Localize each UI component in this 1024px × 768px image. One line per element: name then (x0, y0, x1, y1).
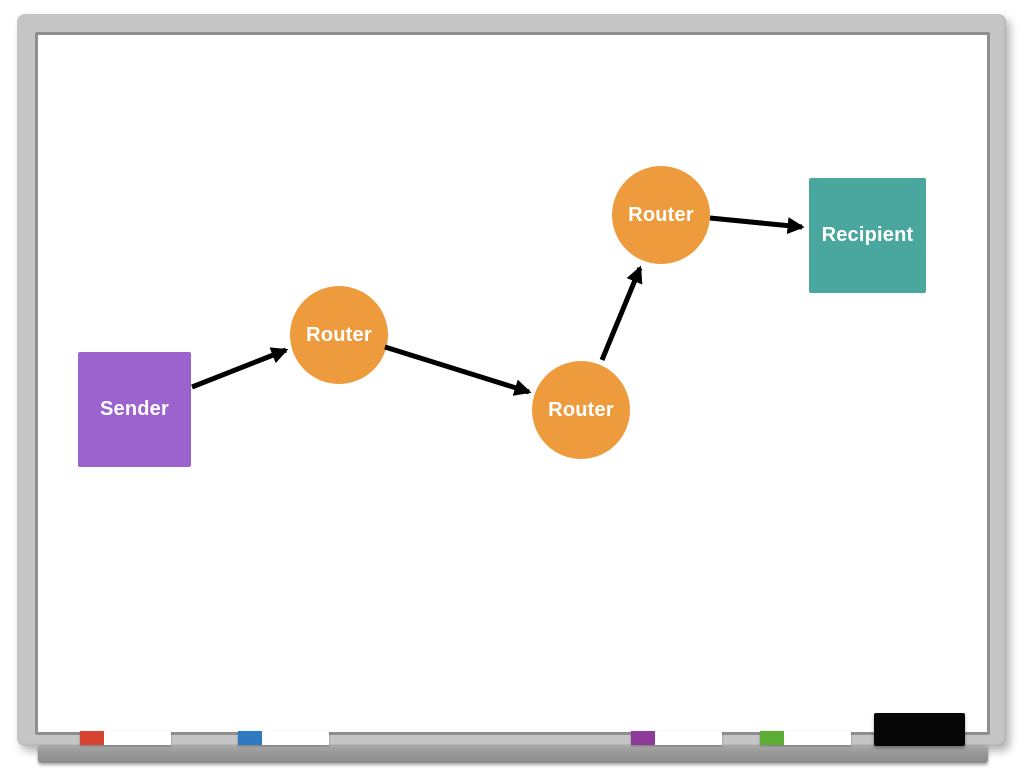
node-router-1-label: Router (306, 323, 372, 346)
marker-green (760, 731, 851, 745)
node-recipient-label: Recipient (821, 224, 914, 246)
node-recipient: Recipient (809, 178, 926, 293)
marker-tray (38, 745, 988, 763)
marker-blue-body (262, 731, 329, 745)
node-router-3: Router (612, 166, 710, 264)
marker-purple (631, 731, 722, 745)
marker-purple-body (655, 731, 722, 745)
node-sender-label: Sender (99, 398, 169, 420)
marker-blue (238, 731, 329, 745)
marker-green-body (784, 731, 851, 745)
eraser (874, 713, 965, 746)
node-router-3-label: Router (628, 203, 694, 226)
marker-blue-cap (238, 731, 262, 745)
marker-red-body (104, 731, 171, 745)
node-sender: Sender (78, 352, 191, 467)
node-router-1: Router (290, 286, 388, 384)
marker-purple-cap (631, 731, 655, 745)
node-router-2: Router (532, 361, 630, 459)
node-router-2-label: Router (548, 398, 614, 421)
marker-red (80, 731, 171, 745)
marker-red-cap (80, 731, 104, 745)
marker-green-cap (760, 731, 784, 745)
